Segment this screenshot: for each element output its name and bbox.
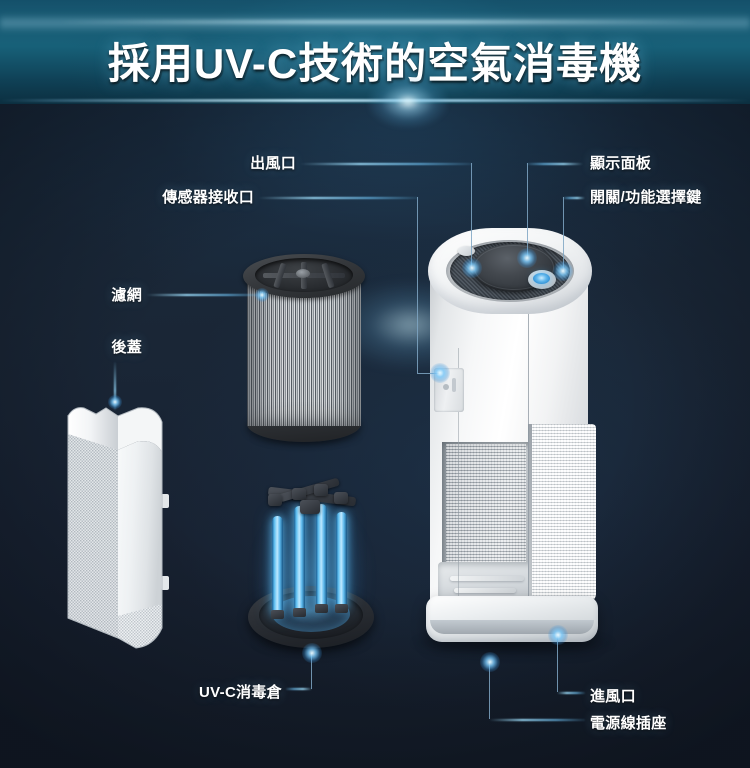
- callout-label-filter: 濾網: [111, 287, 142, 304]
- sensor-port-slot: [452, 378, 456, 392]
- unit-cavity-rail: [454, 588, 516, 593]
- callout-label-sensor-port: 傳感器接收口: [162, 189, 254, 206]
- uvc-tube-foot: [293, 608, 306, 617]
- leader-line-uvc-drop: [311, 653, 312, 689]
- uvc-lamp-tube: [294, 506, 305, 614]
- lens-flare-hotspot-decoration: [368, 76, 448, 128]
- unit-base: [426, 596, 598, 642]
- filter-pleated-media: [247, 276, 361, 426]
- leader-line-air-outlet: [300, 163, 472, 165]
- leader-line-display-panel: [527, 163, 583, 165]
- callout-dot-air-outlet: [462, 258, 482, 278]
- uvc-lamp-tube: [316, 504, 327, 610]
- callout-dot-filter: [255, 288, 269, 302]
- callout-dot-air-inlet: [548, 625, 568, 645]
- uvc-tube-clip: [334, 492, 348, 504]
- callout-dot-uvc-chamber: [302, 643, 322, 663]
- leader-line-uvc: [286, 688, 312, 690]
- callout-dot-display-panel: [517, 248, 537, 268]
- leader-line-air-outlet-drop: [471, 163, 472, 268]
- leader-line-sensor-port-tail: [417, 373, 441, 374]
- leader-line-filter: [146, 294, 262, 296]
- callout-label-display-panel: 顯示面板: [590, 155, 652, 172]
- uvc-tube-foot: [271, 610, 284, 619]
- uvc-lamp-tube: [336, 512, 347, 610]
- uvc-bracket-hub: [300, 500, 320, 514]
- unit-cavity-rail: [450, 576, 524, 581]
- uvc-lamp-module: [248, 477, 374, 658]
- filter-center-hub: [296, 269, 310, 278]
- leader-line-sensor-port: [258, 197, 418, 199]
- callout-label-back-cover: 後蓋: [111, 339, 142, 356]
- callout-label-function-button: 開關/功能選擇鍵: [590, 189, 702, 206]
- sensor-port-dot: [443, 384, 449, 390]
- unit-front-seam: [528, 274, 529, 624]
- main-unit: [412, 228, 612, 668]
- uvc-tube-foot: [315, 604, 328, 613]
- top-sensor-nub: [458, 246, 475, 256]
- unit-left-seam: [458, 348, 459, 618]
- leader-line-function-button: [563, 197, 585, 199]
- uvc-tube-clip: [268, 494, 282, 506]
- callout-dot-sensor-port: [430, 363, 450, 383]
- leader-line-air-inlet-drop: [557, 635, 558, 692]
- leader-line-power-socket-drop: [489, 662, 490, 719]
- callout-label-air-inlet: 進風口: [590, 688, 636, 705]
- leader-line-air-inlet: [557, 692, 585, 694]
- uvc-lamp-tube: [272, 516, 283, 616]
- leader-line-sensor-port-drop: [417, 197, 418, 373]
- callout-dot-function-button: [553, 261, 573, 281]
- callout-label-power-socket: 電源線插座: [590, 715, 667, 732]
- back-cover-panel: [62, 390, 178, 660]
- back-cover-svg: [67, 407, 169, 649]
- leader-line-function-button-drop: [563, 197, 564, 271]
- leader-line-power-socket: [489, 719, 585, 721]
- unit-base-lip: [430, 620, 594, 634]
- unit-panel-edge: [528, 424, 532, 604]
- header-sheen-line-decoration: [60, 20, 700, 24]
- leader-line-back-cover: [114, 362, 116, 410]
- uvc-tube-clip: [292, 488, 306, 500]
- callout-label-air-outlet: 出風口: [250, 155, 296, 172]
- filter-cartridge: [243, 254, 365, 446]
- unit-perforated-side-panel: [530, 424, 596, 602]
- power-function-button-led[interactable]: [533, 273, 550, 284]
- callout-label-uvc-chamber: UV-C消毒倉: [199, 684, 282, 701]
- uvc-tube-foot: [335, 604, 348, 613]
- callout-dot-back-cover: [108, 395, 122, 409]
- callout-dot-power-socket: [480, 652, 500, 672]
- uvc-tube-clip: [314, 484, 328, 496]
- leader-line-display-panel-drop: [527, 163, 528, 258]
- unit-cavity-mesh: [446, 444, 526, 564]
